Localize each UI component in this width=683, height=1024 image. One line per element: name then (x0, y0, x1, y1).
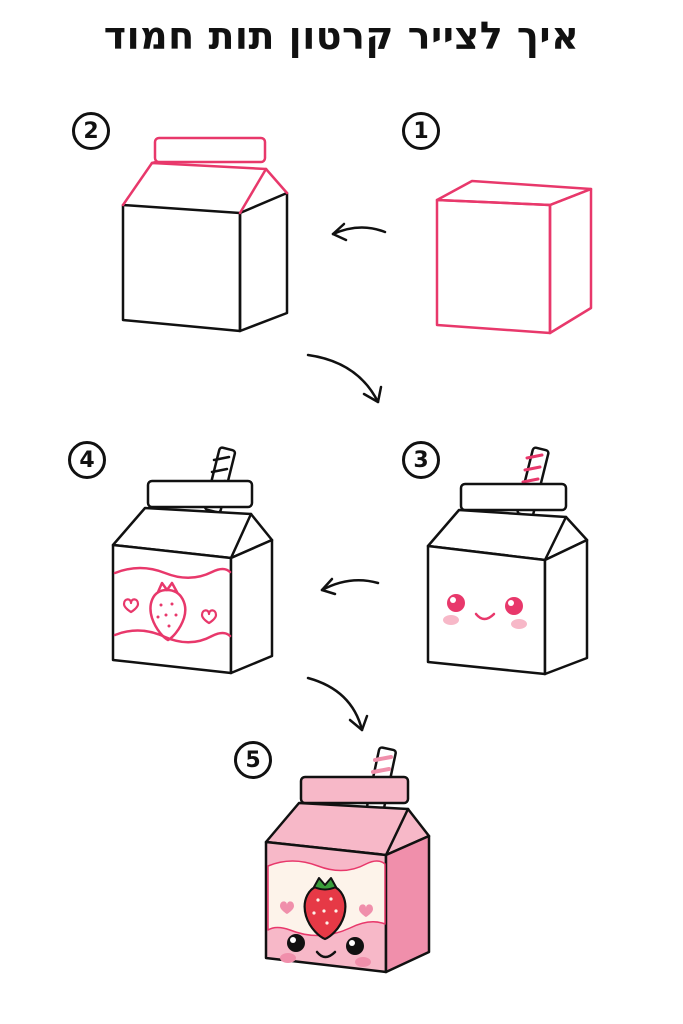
step-5-carton (264, 746, 431, 974)
arrow-left-icon (331, 222, 387, 242)
step-badge-4: 4 (68, 441, 106, 479)
step-badge-5: 5 (234, 741, 272, 779)
step-badge-1: 1 (402, 112, 440, 150)
arrow-down-icon (306, 676, 369, 732)
heart-icon (359, 904, 373, 917)
strawberry-icon (149, 581, 187, 642)
face (443, 594, 527, 629)
step-badge-2: 2 (72, 112, 110, 150)
step-number: 4 (79, 447, 95, 473)
heart-icon (122, 598, 140, 614)
face (280, 934, 371, 967)
step-1-cube (435, 179, 593, 335)
step-number: 1 (413, 118, 429, 144)
page-title: איך לצייר קרטון תות חמוד (103, 14, 580, 58)
arrow-left-icon (320, 577, 380, 596)
step-3-carton (426, 446, 589, 676)
step-4-carton (111, 446, 274, 675)
step-number: 5 (245, 747, 261, 773)
step-number: 2 (83, 118, 99, 144)
step-2-carton (121, 136, 289, 333)
arrow-down-icon (306, 353, 383, 404)
heart-icon (200, 609, 218, 625)
step-badge-3: 3 (402, 441, 440, 479)
heart-icon (280, 901, 294, 914)
label-band (113, 566, 232, 644)
strawberry-icon (303, 877, 347, 941)
step-number: 3 (413, 447, 429, 473)
